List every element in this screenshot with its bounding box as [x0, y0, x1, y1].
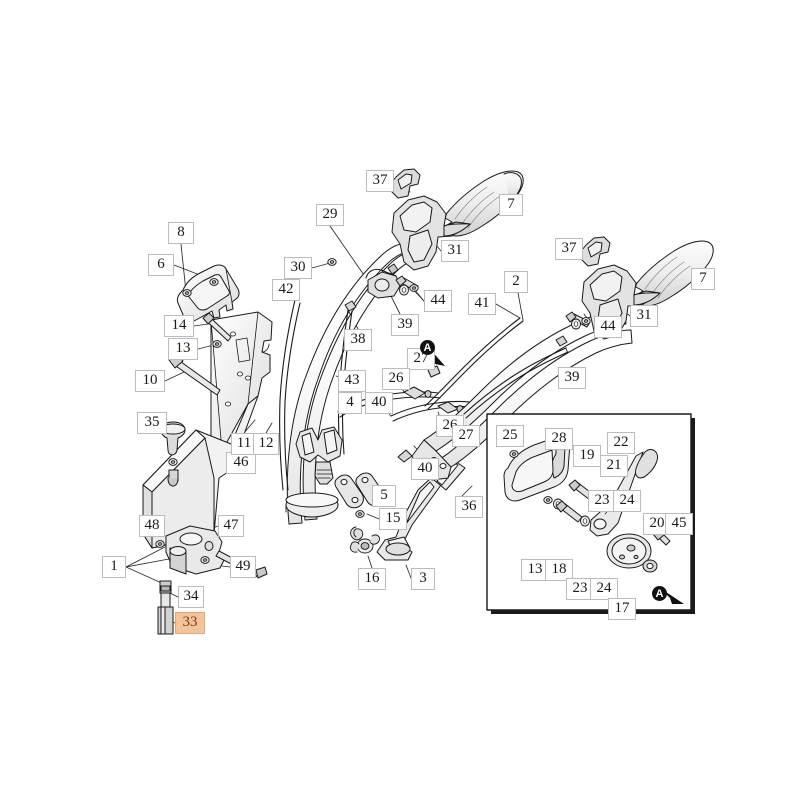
callout-label-39[interactable]: 39: [558, 367, 586, 389]
callout-label-25[interactable]: 25: [496, 425, 524, 447]
callout-label-23[interactable]: 23: [588, 490, 616, 512]
callout-label-29[interactable]: 29: [316, 204, 344, 226]
callout-label-7[interactable]: 7: [499, 194, 523, 216]
callout-label-49[interactable]: 49: [230, 556, 256, 578]
callout-label-41[interactable]: 41: [468, 293, 496, 315]
callout-label-47[interactable]: 47: [218, 515, 244, 537]
callout-label-1[interactable]: 1: [102, 556, 126, 578]
callout-label-48[interactable]: 48: [139, 515, 165, 537]
callout-label-20[interactable]: 20: [643, 513, 671, 535]
callout-label-4[interactable]: 4: [338, 392, 362, 414]
callout-label-42[interactable]: 42: [272, 279, 300, 301]
callout-label-45[interactable]: 45: [665, 513, 693, 535]
callout-label-40[interactable]: 40: [411, 458, 439, 480]
callout-label-8[interactable]: 8: [168, 222, 194, 244]
callout-label-36[interactable]: 36: [455, 496, 483, 518]
callout-label-30[interactable]: 30: [284, 257, 312, 279]
callout-label-37[interactable]: 37: [555, 238, 583, 260]
callout-label-10[interactable]: 10: [135, 370, 165, 392]
callout-label-38[interactable]: 38: [344, 329, 372, 351]
callout-label-39[interactable]: 39: [391, 314, 419, 336]
callout-label-26[interactable]: 26: [382, 368, 410, 390]
section-marker-a: A: [420, 340, 435, 355]
callout-label-13[interactable]: 13: [521, 559, 549, 581]
section-marker-a: A: [652, 586, 667, 601]
callout-label-37[interactable]: 37: [366, 170, 394, 192]
callout-label-22[interactable]: 22: [607, 432, 635, 454]
callout-label-16[interactable]: 16: [358, 568, 386, 590]
callout-label-17[interactable]: 17: [608, 598, 636, 620]
callout-label-21[interactable]: 21: [600, 455, 628, 477]
callout-label-33[interactable]: 33: [175, 612, 205, 634]
callout-label-7[interactable]: 7: [691, 268, 715, 290]
callout-label-12[interactable]: 12: [253, 433, 279, 455]
callout-label-14[interactable]: 14: [164, 315, 194, 337]
callout-label-27[interactable]: 27: [452, 425, 480, 447]
callout-label-18[interactable]: 18: [545, 559, 573, 581]
callout-label-15[interactable]: 15: [379, 508, 407, 530]
callout-label-46[interactable]: 46: [226, 452, 256, 474]
callout-label-5[interactable]: 5: [372, 485, 396, 507]
callout-label-19[interactable]: 19: [573, 445, 601, 467]
callout-label-31[interactable]: 31: [441, 240, 469, 262]
callout-label-6[interactable]: 6: [148, 254, 174, 276]
callout-label-44[interactable]: 44: [424, 290, 452, 312]
callout-label-23[interactable]: 23: [566, 578, 594, 600]
callout-label-3[interactable]: 3: [411, 568, 435, 590]
callout-label-11[interactable]: 11: [231, 433, 257, 455]
callout-label-13[interactable]: 13: [168, 338, 198, 360]
callout-label-34[interactable]: 34: [178, 586, 204, 608]
callout-label-40[interactable]: 40: [365, 392, 393, 414]
callout-label-28[interactable]: 28: [545, 428, 573, 450]
callout-label-2[interactable]: 2: [504, 271, 528, 293]
callout-label-43[interactable]: 43: [338, 370, 366, 392]
callout-label-31[interactable]: 31: [630, 305, 658, 327]
callout-label-35[interactable]: 35: [137, 412, 167, 434]
callout-label-24[interactable]: 24: [590, 578, 618, 600]
callout-label-24[interactable]: 24: [613, 490, 641, 512]
callout-label-44[interactable]: 44: [594, 316, 622, 338]
